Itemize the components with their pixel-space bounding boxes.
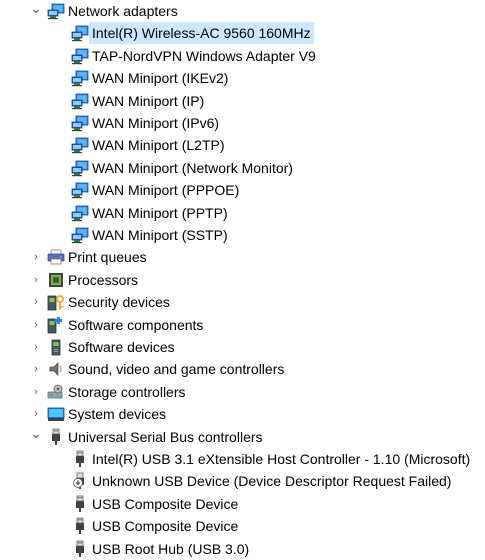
- tree-item-label: WAN Miniport (SSTP): [92, 227, 228, 243]
- chevron-right-icon[interactable]: ›: [34, 385, 38, 398]
- chevron-right-icon[interactable]: ›: [34, 296, 38, 309]
- tree-device-20[interactable]: Intel(R) USB 3.1 eXtensible Host Control…: [0, 448, 485, 470]
- tree-category-13[interactable]: › Security devices: [0, 291, 485, 313]
- network-adapter-icon: [71, 114, 89, 132]
- tree-item-label: WAN Miniport (Network Monitor): [92, 159, 293, 176]
- usb-warning-icon: [71, 472, 89, 490]
- tree-category-15[interactable]: › Software devices: [0, 336, 485, 358]
- system-device-icon: [47, 405, 65, 423]
- usb-icon: [71, 450, 89, 468]
- tree-device-8[interactable]: WAN Miniport (PPPOE): [0, 179, 485, 201]
- tree-item-label: Unknown USB Device (Device Descriptor Re…: [92, 473, 452, 490]
- tree-device-24[interactable]: USB Root Hub (USB 3.0): [0, 538, 485, 560]
- tree-item-label: Sound, video and game controllers: [68, 361, 285, 378]
- software-component-icon: [47, 316, 65, 334]
- network-adapter-icon: [71, 136, 89, 154]
- tree-item-label: WAN Miniport (L2TP): [92, 137, 225, 154]
- storage-controller-icon: [47, 383, 65, 401]
- speaker-icon: [47, 360, 65, 378]
- usb-icon: [71, 540, 89, 558]
- tree-device-21[interactable]: Unknown USB Device (Device Descriptor Re…: [0, 470, 485, 492]
- tree-device-22[interactable]: USB Composite Device: [0, 493, 485, 515]
- tree-device-2[interactable]: TAP-NordVPN Windows Adapter V9: [0, 45, 485, 67]
- tree-device-7[interactable]: WAN Miniport (Network Monitor): [0, 157, 485, 179]
- network-adapter-icon: [71, 181, 89, 199]
- network-adapter-icon: [71, 47, 89, 65]
- tree-category-0[interactable]: ⌄ Network adapters: [0, 0, 485, 22]
- tree-category-18[interactable]: › System devices: [0, 403, 485, 425]
- tree-item-label: System devices: [68, 406, 167, 423]
- tree-category-16[interactable]: › Sound, video and game controllers: [0, 358, 485, 380]
- tree-item-label: Software devices: [68, 339, 175, 355]
- tree-item-label: TAP-NordVPN Windows Adapter V9: [92, 47, 316, 64]
- software-device-icon: [47, 338, 65, 356]
- network-adapter-icon: [71, 92, 89, 110]
- chevron-right-icon[interactable]: ›: [34, 363, 38, 376]
- chevron-down-icon[interactable]: ⌄: [30, 425, 42, 442]
- tree-device-5[interactable]: WAN Miniport (IPv6): [0, 112, 485, 134]
- tree-item-label: WAN Miniport (IKEv2): [92, 70, 229, 87]
- tree-item-label: USB Root Hub (USB 3.0): [92, 540, 250, 557]
- tree-item-label: WAN Miniport (IP): [92, 92, 205, 109]
- tree-item-label: Storage controllers: [68, 383, 186, 400]
- network-adapter-icon: [47, 2, 65, 20]
- chevron-right-icon[interactable]: ›: [34, 273, 38, 286]
- tree-item-label: USB Composite Device: [92, 495, 239, 512]
- usb-icon: [47, 428, 65, 446]
- chevron-right-icon[interactable]: ›: [34, 408, 38, 421]
- chevron-down-icon[interactable]: ⌄: [30, 0, 42, 16]
- tree-device-4[interactable]: WAN Miniport (IP): [0, 90, 485, 112]
- chevron-right-icon[interactable]: ›: [34, 318, 38, 331]
- tree-item-label: Network adapters: [68, 3, 178, 19]
- usb-icon: [71, 517, 89, 535]
- tree-device-10[interactable]: WAN Miniport (SSTP): [0, 224, 485, 246]
- tree-item-label: Intel(R) Wireless-AC 9560 160MHz: [89, 22, 314, 45]
- tree-item-label: Intel(R) USB 3.1 eXtensible Host Control…: [92, 451, 471, 467]
- network-adapter-icon: [71, 69, 89, 87]
- processor-icon: [47, 271, 65, 289]
- tree-device-9[interactable]: WAN Miniport (PPTP): [0, 202, 485, 224]
- tree-item-label: Software components: [68, 316, 204, 333]
- security-device-icon: [47, 293, 65, 311]
- tree-category-14[interactable]: › Software components: [0, 314, 485, 336]
- printer-icon: [47, 248, 65, 266]
- tree-category-11[interactable]: › Print queues: [0, 246, 485, 268]
- tree-device-3[interactable]: WAN Miniport (IKEv2): [0, 67, 485, 89]
- network-adapter-icon: [71, 204, 89, 222]
- tree-device-23[interactable]: USB Composite Device: [0, 515, 485, 537]
- tree-item-label: WAN Miniport (PPPOE): [92, 182, 240, 199]
- tree-item-label: Universal Serial Bus controllers: [68, 428, 263, 445]
- tree-category-12[interactable]: › Processors: [0, 269, 485, 291]
- chevron-right-icon[interactable]: ›: [34, 251, 38, 264]
- tree-device-6[interactable]: WAN Miniport (L2TP): [0, 134, 485, 156]
- tree-category-17[interactable]: › Storage controllers: [0, 381, 485, 403]
- tree-item-label: Processors: [68, 271, 139, 288]
- network-adapter-icon: [71, 226, 89, 244]
- network-adapter-icon: [71, 24, 89, 42]
- tree-device-1[interactable]: Intel(R) Wireless-AC 9560 160MHz: [0, 22, 485, 45]
- network-adapter-icon: [71, 159, 89, 177]
- usb-icon: [71, 495, 89, 513]
- tree-item-label: Security devices: [68, 294, 170, 311]
- tree-item-label: USB Composite Device: [92, 518, 239, 535]
- chevron-right-icon[interactable]: ›: [34, 341, 38, 353]
- tree-item-label: WAN Miniport (IPv6): [92, 115, 220, 131]
- tree-item-label: Print queues: [68, 249, 147, 266]
- tree-category-19[interactable]: ⌄ Universal Serial Bus controllers: [0, 425, 485, 448]
- tree-item-label: WAN Miniport (PPTP): [92, 204, 228, 221]
